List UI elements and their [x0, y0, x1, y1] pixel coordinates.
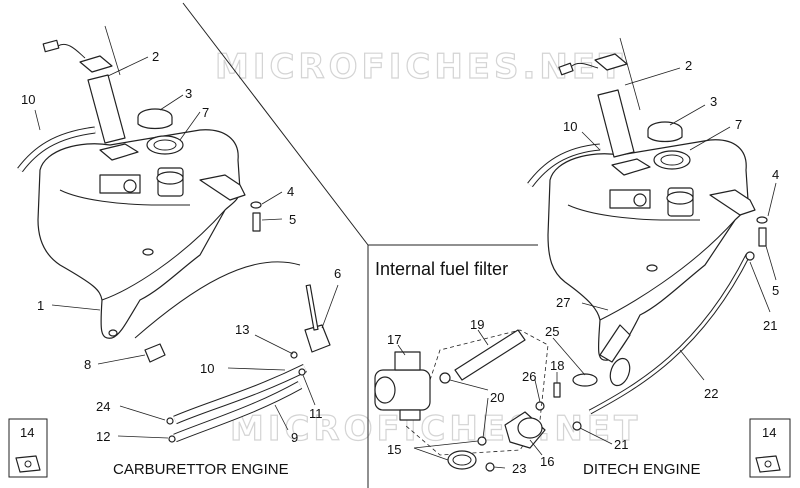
callout-5-right: 5 [772, 283, 779, 298]
callout-4-left: 4 [287, 184, 294, 199]
callout-23-right: 25 [545, 324, 559, 339]
left-assembly [17, 39, 331, 443]
callout-25-right: 23 [512, 461, 526, 476]
callout-15-right: 15 [387, 442, 401, 457]
callout-24-left: 24 [96, 399, 110, 414]
callout-18-right: 18 [550, 358, 564, 373]
callout-3-right: 3 [710, 94, 717, 109]
caption-right: DITECH ENGINE [583, 461, 701, 478]
callout-17-right: 17 [387, 332, 401, 347]
corner-ref-right-number: 14 [762, 425, 776, 440]
callout-13-left: 13 [235, 322, 249, 337]
callout-22-right: 22 [704, 386, 718, 401]
callout-12-left: 12 [96, 429, 110, 444]
corner-ref-left: 14 [8, 418, 48, 478]
callout-9-left: 9 [291, 430, 298, 445]
watermark-top: MICROFICHES.NET [215, 47, 626, 87]
corner-ref-left-number: 14 [20, 425, 34, 440]
right-leaders [397, 37, 777, 469]
tank-body-left [37, 129, 241, 339]
callout-4-right: 4 [772, 167, 779, 182]
watermark-bottom: MICROFICHES.NET [230, 409, 641, 449]
caption-inset: Internal fuel filter [375, 259, 508, 279]
callout-6-left: 6 [334, 266, 341, 281]
corner-ref-right: 14 [749, 418, 791, 478]
callout-2-left: 2 [152, 49, 159, 64]
callout-7-right: 7 [735, 117, 742, 132]
right-assembly [374, 53, 768, 472]
callout-5-left: 5 [289, 212, 296, 227]
callout-11-left: 11 [309, 406, 323, 421]
callout-10-left-lower: 10 [200, 361, 214, 376]
tank-body-right [547, 139, 749, 361]
callout-20-right: 20 [490, 390, 504, 405]
callout-26-right: 27 [556, 295, 570, 310]
callout-21-right-lower: 21 [614, 437, 628, 452]
callout-1-left: 1 [37, 298, 44, 313]
caption-left: CARBURETTOR ENGINE [113, 461, 289, 478]
callout-19-right: 19 [470, 317, 484, 332]
callout-8-left: 8 [84, 357, 91, 372]
callout-21-right-upper: 21 [763, 318, 777, 333]
callout-10-left-upper: 10 [21, 92, 35, 107]
left-leaders [34, 25, 339, 439]
callout-10-right: 10 [563, 119, 577, 134]
callout-2-right: 2 [685, 58, 692, 73]
right-callouts: 2 3 7 10 4 5 21 27 25 22 19 17 18 26 20 … [387, 58, 779, 476]
callout-7-left: 7 [202, 105, 209, 120]
callout-16-right: 16 [540, 454, 554, 469]
divider-diagonal [182, 2, 369, 246]
callout-27-right: 26 [522, 369, 536, 384]
callout-3-left: 3 [185, 86, 192, 101]
left-callouts: 2 3 7 10 4 5 1 6 13 10 8 11 9 24 12 [21, 49, 341, 445]
